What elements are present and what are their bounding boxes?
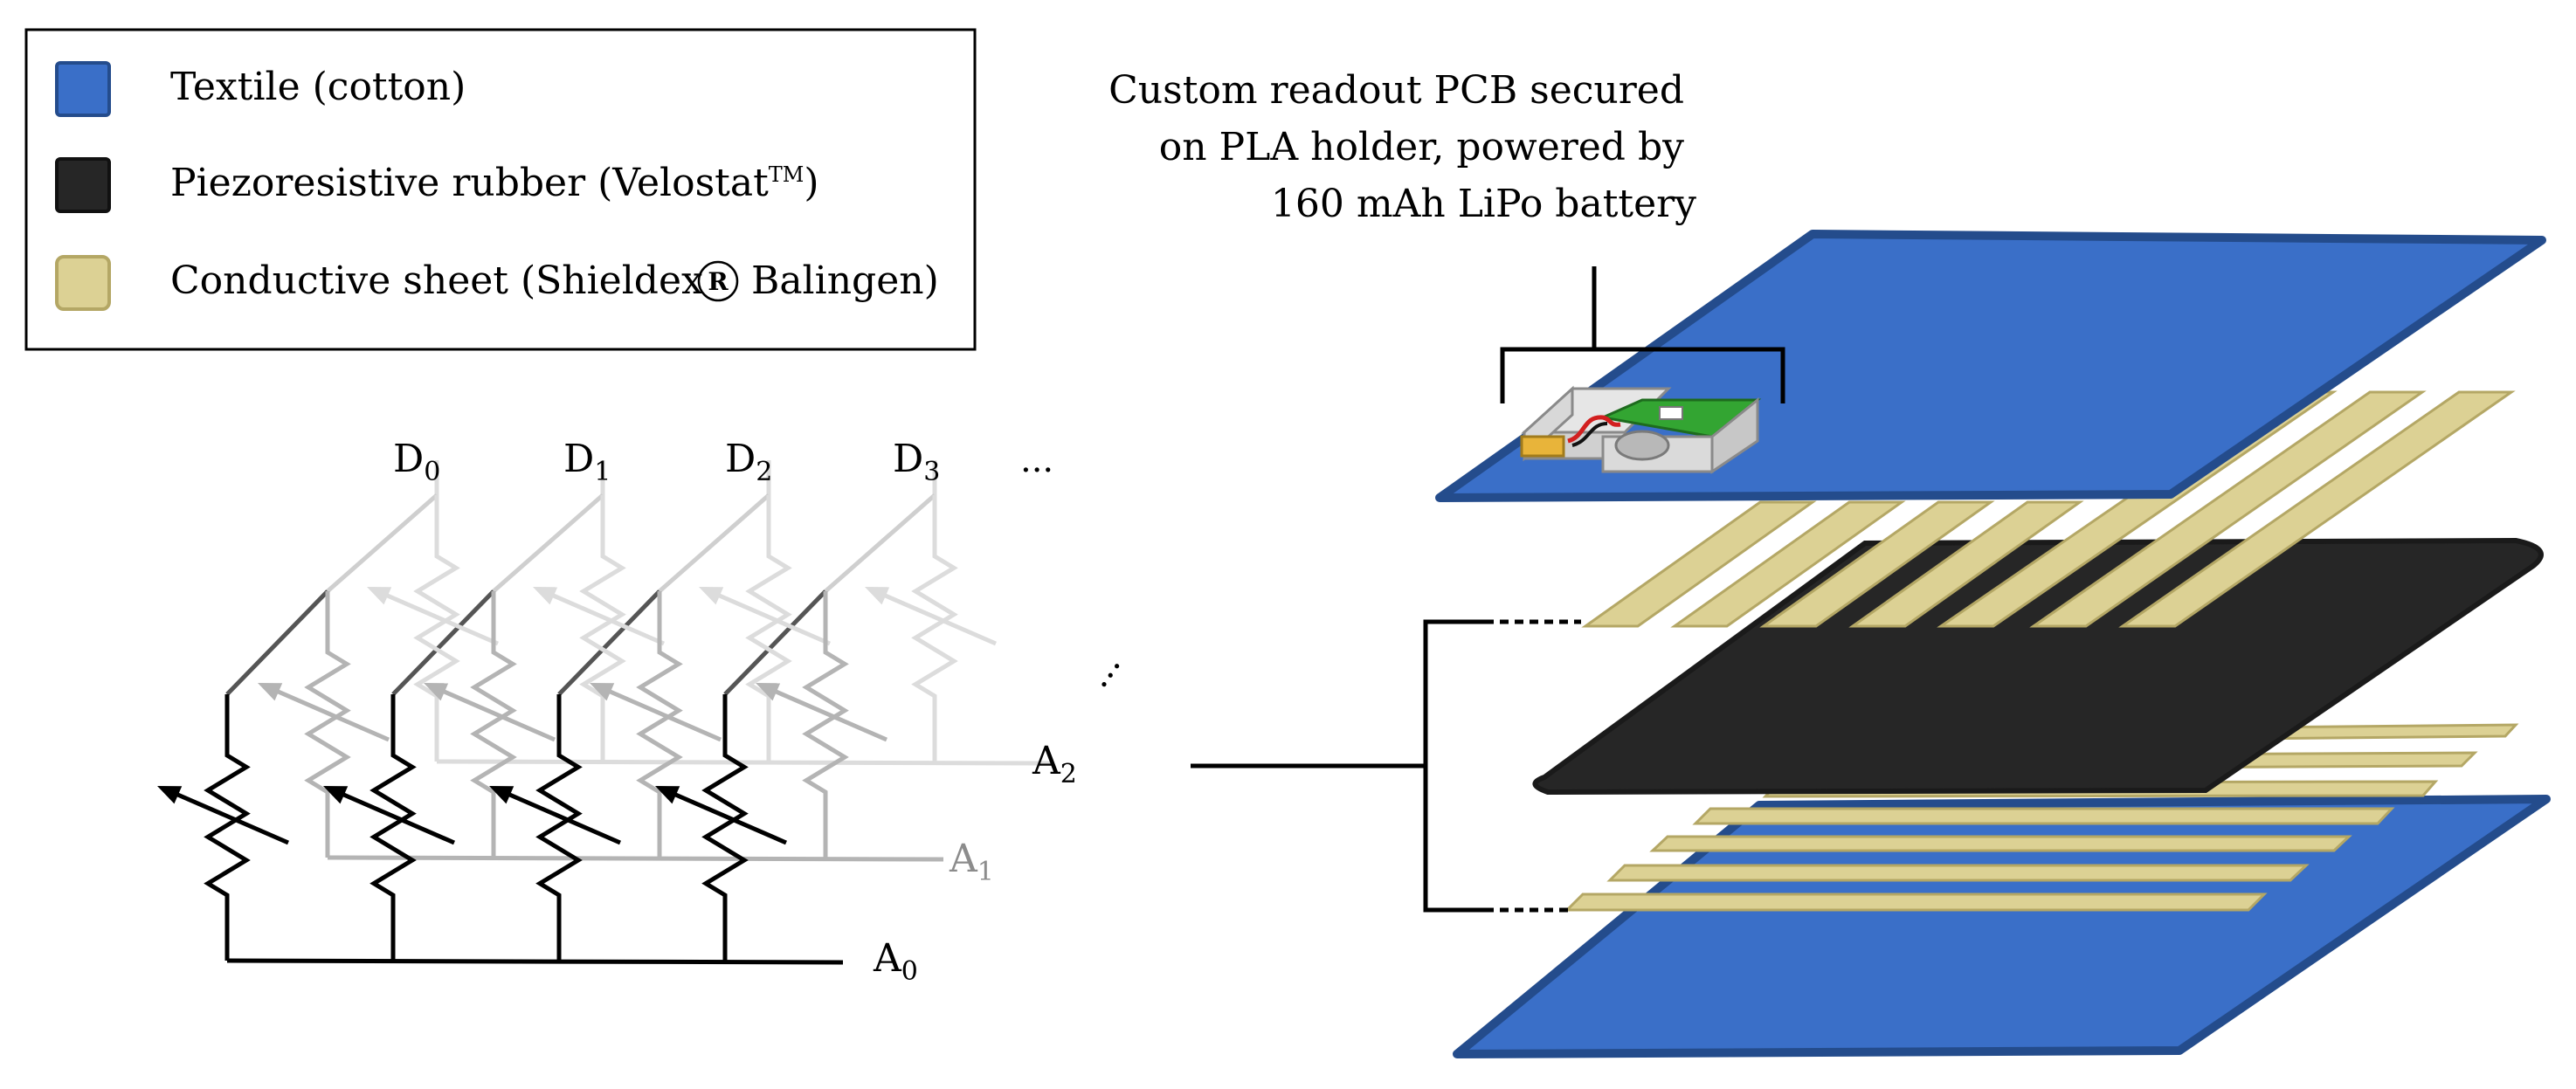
battery-wire-black [1571,422,1608,447]
variable-arrow [433,685,556,742]
bottom-strip [1564,893,2268,912]
arrow-head [424,683,449,701]
rubber-swatch [55,157,111,213]
readout-pcb-module [1520,385,1762,474]
arrow-head [756,683,781,701]
pcb-callout-bracket [1500,266,1785,403]
legend-box [24,28,977,351]
row-bus-a0 [226,958,844,965]
row-label-a0: A0 [873,936,918,987]
column-label-d2: D2 [725,437,772,487]
trademark-mark: TM [769,162,805,187]
sensor-resistor [369,694,417,961]
top-strip [2118,390,2516,628]
column-labels: D0 D1 D2 D3 ... [393,437,1053,487]
column-lines [225,460,937,696]
column-line [557,589,661,696]
resistor-grid-schematic [157,460,1053,965]
sensor-resistor [911,495,958,762]
top-strip [1581,500,1817,628]
legend-label-conductive: Conductive sheet (Shieldex [170,258,703,303]
connector-bracket [1423,619,1485,913]
svg-text:R: R [708,267,729,296]
pcb-annotation: Custom readout PCB secured on PLA holder… [1108,68,1696,226]
variable-arrow [499,788,621,845]
sensor-resistor [304,591,351,858]
battery-wire-red [1567,415,1621,444]
sensor-resistor [470,591,517,858]
bottom-strip [1692,807,2395,825]
column-line [492,493,604,593]
variable-arrow [542,589,665,646]
bottom-strip [1649,835,2352,852]
circuit-layer-a2 [367,495,1053,766]
row-labels: A0 A1 A2 ... [873,644,1129,987]
conductive-swatch [55,255,111,311]
row-label-a2: A2 [1032,739,1077,789]
sensor-resistor [413,495,460,762]
svg-text:Balingen): Balingen) [739,258,939,303]
textile-swatch [55,61,111,117]
column-line [391,589,495,696]
column-label-d3: D3 [893,437,940,487]
circuit-layer-a0 [157,694,844,965]
sensor-resistor [701,694,749,961]
arrow-head [865,587,890,605]
column-line [824,493,936,593]
row-label-a1: A1 [949,837,994,887]
row-bus-a1 [327,855,944,862]
registered-icon [697,260,739,302]
column-line [723,589,827,696]
arrow-head [157,786,183,804]
layer-stack: Custom readout PCB secured on PLA holder… [1108,68,2551,1058]
bottom-strip [1606,864,2310,882]
top-strip [1848,500,2084,628]
variable-arrow [765,685,887,742]
top-strip [1759,500,1995,628]
variable-arrow [376,589,499,646]
sensor-resistor [579,495,626,762]
column-label-d0: D0 [393,437,440,487]
electrode-connector [1191,619,1581,913]
circuit-layer-a1 [258,591,944,862]
arrow-head [655,786,680,804]
top-strip [2029,390,2427,628]
sensor-resistor [745,495,792,762]
arrow-head [323,786,349,804]
arrow-head [367,587,392,605]
lipo-battery [1520,435,1565,458]
top-strip [1670,500,1906,628]
bottom-textile-layer [1453,795,2551,1058]
sensor-resistor [204,694,251,961]
variable-arrow [333,788,455,845]
row-bus-a2 [436,759,1053,766]
variable-arrow [267,685,390,742]
sensor-resistor [636,591,683,858]
column-line [326,493,439,593]
piezoresistive-layer [1532,537,2544,796]
variable-arrow [874,589,997,646]
legend: Textile (cotton) Piezoresistive rubber (… [24,28,977,351]
column-ellipsis: ... [1020,440,1053,480]
variable-arrow [167,788,289,845]
column-line [658,493,770,593]
legend-label-rubber: Piezoresistive rubber (VelostatTM) [170,161,819,205]
arrow-head [590,683,615,701]
arrow-head [258,683,283,701]
row-ellipsis: ... [1077,644,1129,695]
variable-arrow [708,589,831,646]
legend-label-textile: Textile (cotton) [170,65,466,109]
sensor-resistor [535,694,583,961]
column-label-d1: D1 [563,437,611,487]
column-line [225,589,329,696]
arrow-head [699,587,724,605]
sensor-resistor [802,591,849,858]
variable-arrow [665,788,787,845]
arrow-head [533,587,558,605]
variable-arrow [599,685,722,742]
arrow-head [489,786,515,804]
